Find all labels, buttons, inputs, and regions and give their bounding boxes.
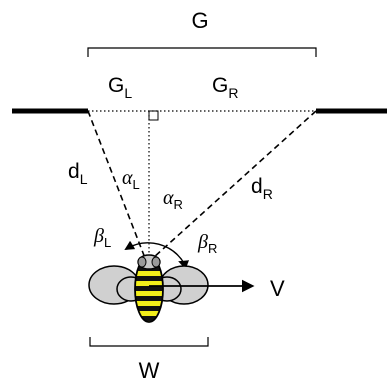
gap-left-label: GL [108, 74, 132, 101]
width-label: W [139, 358, 160, 383]
beta-left-label: βL [93, 225, 111, 250]
alpha-right-label: αR [163, 187, 183, 212]
alpha-left-label: αL [122, 167, 140, 192]
distance-left-label: dL [68, 160, 88, 187]
distance-left-line [87, 110, 146, 259]
gap-label: G [191, 8, 208, 33]
distance-right-line [152, 110, 317, 259]
bee-icon [88, 254, 209, 323]
beta-right-label: βR [197, 231, 217, 256]
width-bracket [89, 337, 209, 347]
velocity-label: V [270, 276, 285, 301]
gap-bracket [87, 47, 317, 57]
right-angle-marker [148, 110, 159, 121]
gap-right-label: GR [212, 74, 238, 101]
bee-head [137, 254, 161, 270]
distance-right-label: dR [251, 175, 273, 202]
